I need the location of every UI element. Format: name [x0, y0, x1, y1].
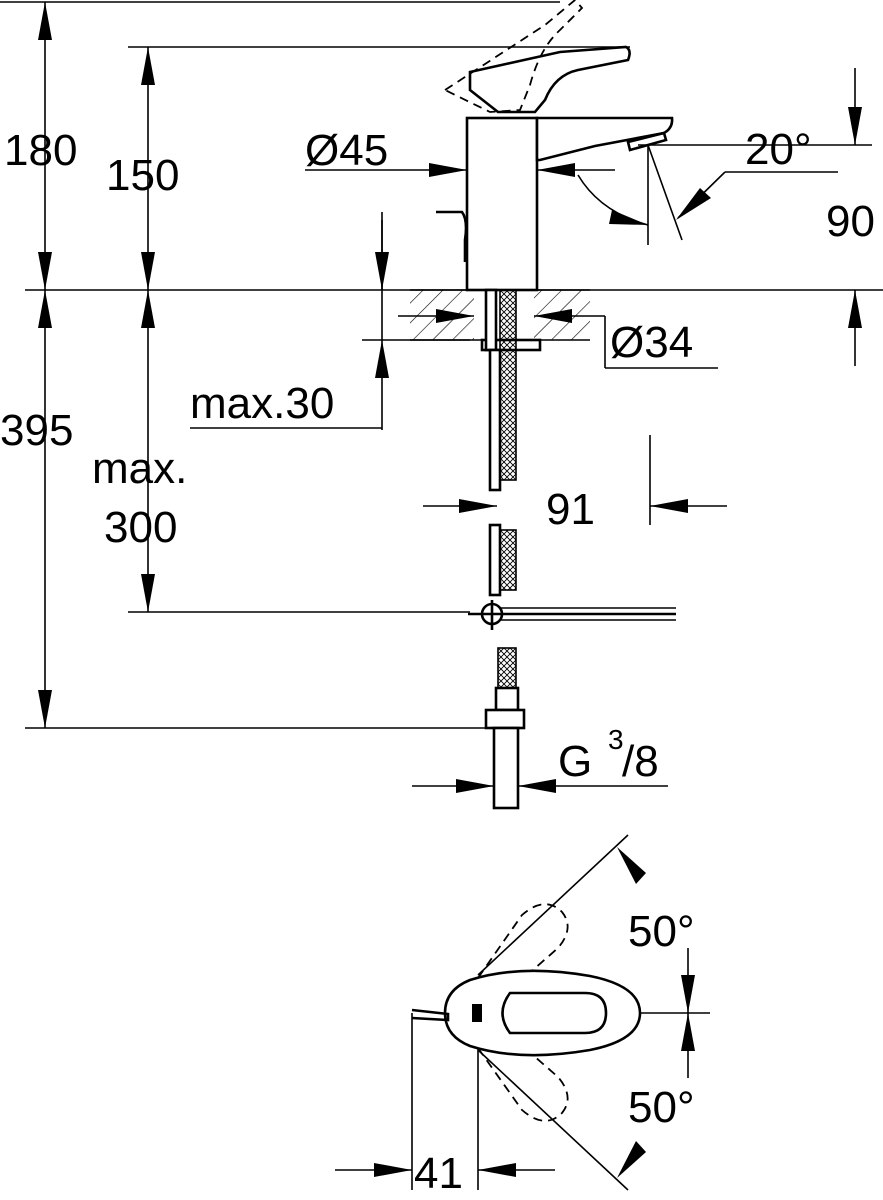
arrow-150-top	[141, 47, 155, 85]
lever-left-outline	[477, 903, 569, 991]
supply-pipe-bottom	[492, 726, 520, 810]
arrow-90-top	[848, 107, 862, 145]
arrow-180-bottom	[38, 252, 52, 290]
arrow-50-top-ray	[617, 847, 646, 884]
label-thread-den: /8	[622, 737, 659, 786]
arrow-395-top	[38, 290, 52, 328]
arrow-41-left	[374, 1163, 412, 1177]
label-max30: max.30	[190, 379, 334, 428]
angle-line-tilted	[647, 144, 683, 241]
supply-pipe-upper	[488, 348, 502, 492]
label-150: 150	[106, 151, 179, 200]
hose-ferrule	[494, 686, 520, 712]
label-91: 91	[546, 485, 595, 534]
label-d45: Ø45	[305, 126, 388, 175]
arrow-91-left	[459, 499, 497, 513]
arrow-300-top	[141, 290, 155, 328]
arrow-150-bottom	[141, 252, 155, 290]
top-popup-rod	[411, 1008, 450, 1022]
hose-mid	[499, 529, 517, 591]
hose-lower	[497, 647, 517, 689]
label-90: 90	[826, 197, 875, 246]
arrow-180-top	[38, 2, 52, 40]
arrow-91-right	[650, 499, 688, 513]
top-lever	[443, 969, 642, 1057]
top-lever-slot	[501, 991, 608, 1035]
arrow-50-top-vertical	[681, 975, 695, 1013]
arrow-300-bottom	[141, 574, 155, 612]
faucet-body	[465, 116, 539, 292]
arrow-50-bottom-vertical	[681, 1013, 695, 1051]
aerator	[626, 131, 668, 152]
arrow-90-bottom	[848, 290, 862, 328]
arrow-g38-right	[518, 779, 556, 793]
arrow-41-right	[478, 1163, 516, 1177]
shank	[484, 288, 498, 352]
arrow-50-bottom-ray	[617, 1141, 646, 1178]
label-180: 180	[4, 126, 77, 175]
faucet-lever	[468, 45, 631, 114]
lever-right-outline	[477, 1034, 569, 1122]
label-50-bottom: 50°	[628, 1083, 695, 1132]
faucet-spout	[535, 116, 674, 162]
arrow-d45-left	[429, 163, 467, 177]
label-20deg: 20°	[745, 125, 812, 174]
arrow-20-right	[676, 188, 711, 220]
lever-raised-outline	[443, 0, 584, 113]
label-50-top: 50°	[628, 907, 695, 956]
supply-pipe-mid	[488, 523, 502, 597]
arrow-max30-bottom	[375, 340, 389, 378]
arrow-20-left	[609, 210, 648, 225]
popup-rod	[436, 210, 468, 262]
label-41: 41	[414, 1149, 463, 1198]
top-view: 50° 50° 41	[335, 834, 710, 1198]
label-395: 395	[0, 406, 73, 455]
label-max: max.	[92, 444, 187, 493]
hose-upper	[499, 289, 517, 481]
side-view: 180 150 Ø45 20° 90 Ø34 max.30 395 max. 3…	[0, 0, 883, 810]
label-d34: Ø34	[610, 318, 693, 367]
arrow-395-bottom	[38, 690, 52, 728]
label-300: 300	[104, 503, 177, 552]
hose-connector-nut	[484, 708, 526, 730]
arrow-g38-left	[456, 779, 494, 793]
top-lever-button	[472, 1004, 482, 1022]
label-thread-g: G	[558, 737, 592, 786]
label-thread-num: 3	[608, 724, 624, 755]
arrow-d34-left	[436, 309, 474, 323]
arrow-d45-right	[537, 163, 575, 177]
arrow-d34-right	[534, 309, 572, 323]
